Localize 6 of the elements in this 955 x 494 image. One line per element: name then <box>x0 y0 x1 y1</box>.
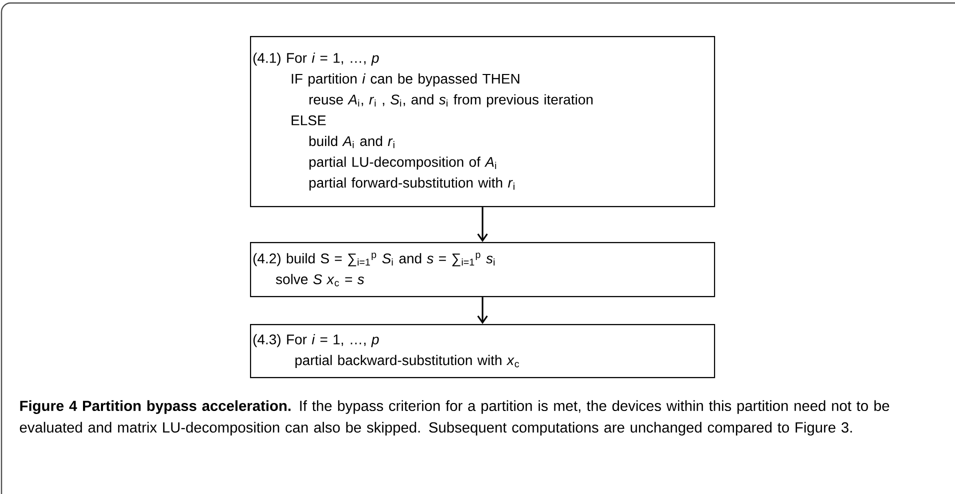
process-box: (4.3) For i = 1, …, p partial backward-substitution with x$_{c}$ <box>250 324 716 378</box>
process-box: (4.2) build S = ∑$_{i=1}$$^{p}$ S$_{i}$ and s = ∑$_{i=1}$$^{p}$ s$_{i}$ solve S x$_{c}$ = s <box>250 242 716 298</box>
process-box: (4.1) For i = 1, …, p IF partition i can be bypassed THEN reuse A$_{i}$, r$_{i}$ , S$_{i}$, and s$_{i}$ from previous iteration ELSE build A$_{i}$ and r$_{i}$ partial LU-decomposition of A$_{i}$ partial forward-substitution with r$_{i}$ <box>250 36 716 208</box>
caption: Figure 4 Partition bypass acceleration. If the bypass criterion for a partition is met, the devices within this partition need not to be evaluated and matrix LU-decomposition can also be skipped. Subsequent computations are unchanged compared to Figure 3. <box>20 400 890 436</box>
arrow <box>477 297 488 324</box>
arrow <box>477 207 488 242</box>
